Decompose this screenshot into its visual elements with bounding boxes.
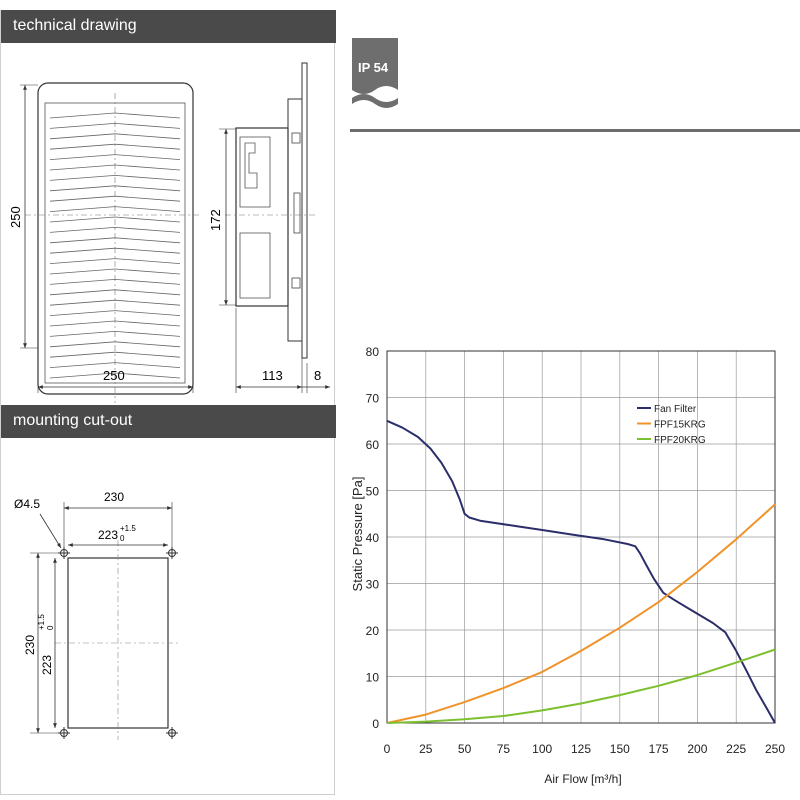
ip-rating-badge: IP 54 [352, 38, 398, 108]
legend-label: FPF15KRG [654, 420, 706, 431]
louver-slat [49, 310, 181, 316]
front-height-label: 250 [8, 206, 23, 228]
x-tick-label: 25 [419, 742, 433, 756]
x-axis-label: Air Flow [m³/h] [544, 772, 621, 786]
y-axis-label: Static Pressure [Pa] [350, 477, 365, 592]
side-depth-label: 113 [262, 368, 283, 383]
x-tick-label: 200 [687, 742, 707, 756]
x-tick-label: 0 [384, 742, 391, 756]
y-tick-label: 70 [366, 392, 380, 406]
side-height-label: 172 [208, 209, 223, 231]
series-line-fpf15krg [386, 503, 776, 724]
louver-slat [49, 133, 181, 140]
side-flange-label: 8 [314, 368, 321, 383]
louver-slat [49, 226, 181, 233]
inner-height-tol-lower: 0 [46, 625, 55, 630]
louver-slat [49, 174, 181, 181]
x-tick-label: 50 [458, 742, 472, 756]
y-tick-label: 30 [366, 578, 380, 592]
y-tick-label: 40 [366, 531, 380, 545]
louver-slat [49, 351, 181, 358]
louver-slat [49, 299, 181, 306]
inner-height-tol-upper: +1.5 [37, 614, 46, 630]
front-view: 250 250 [8, 82, 200, 403]
series-line-fan-filter [386, 419, 776, 724]
x-tick-label: 125 [571, 742, 591, 756]
louver-slat [49, 185, 181, 192]
x-tick-label: 150 [610, 742, 630, 756]
x-tick-label: 75 [497, 742, 511, 756]
y-tick-label: 0 [372, 717, 379, 731]
technical-drawing-panel: technical drawing [0, 10, 336, 405]
side-view: 172 113 8 [208, 62, 330, 393]
inner-height-label: 223 [40, 655, 54, 675]
front-width-label: 250 [103, 368, 125, 383]
x-tick-label: 225 [726, 742, 746, 756]
mounting-cutout-panel: mounting cut-out [0, 405, 336, 795]
series-line-fpf20krg [386, 648, 776, 724]
louver-slat [49, 258, 181, 264]
mounting-cutout-header: mounting cut-out [1, 405, 336, 438]
y-tick-label: 60 [366, 438, 380, 452]
inner-width-tol-upper: +1.5 [120, 524, 136, 533]
louver-slat [49, 268, 181, 275]
legend-label: FPF20KRG [654, 435, 706, 446]
x-tick-label: 175 [649, 742, 669, 756]
legend-label: Fan Filter [654, 404, 697, 415]
bottom-border [0, 794, 335, 795]
technical-drawing: 250 250 172 113 8 [8, 62, 330, 403]
outer-height-label: 230 [23, 635, 37, 655]
ip-rating-label: IP 54 [358, 60, 389, 75]
hole-diameter-label: Ø4.5 [14, 497, 40, 511]
x-tick-label: 100 [532, 742, 552, 756]
louver-slat [49, 216, 181, 223]
mounting-holes [58, 547, 178, 739]
mounting-cutout-drawing: Ø4.5 230 223 +1.5 0 230 223 +1.5 0 [14, 490, 180, 740]
y-tick-label: 10 [366, 671, 380, 685]
outer-width-label: 230 [104, 490, 124, 504]
section-divider [350, 129, 800, 132]
y-tick-label: 20 [366, 624, 380, 638]
pressure-airflow-chart: 0 10 20 30 40 50 60 70 80 0 25 50 75 100 125 150 175 200… [350, 345, 785, 786]
inner-width-label: 223 [98, 528, 118, 542]
y-tick-label: 80 [366, 345, 380, 359]
technical-drawing-header: technical drawing [1, 10, 336, 43]
inner-width-tol-lower: 0 [120, 534, 125, 543]
plot-frame [386, 350, 776, 724]
x-tick-label: 250 [765, 742, 785, 756]
y-tick-label: 50 [366, 485, 380, 499]
